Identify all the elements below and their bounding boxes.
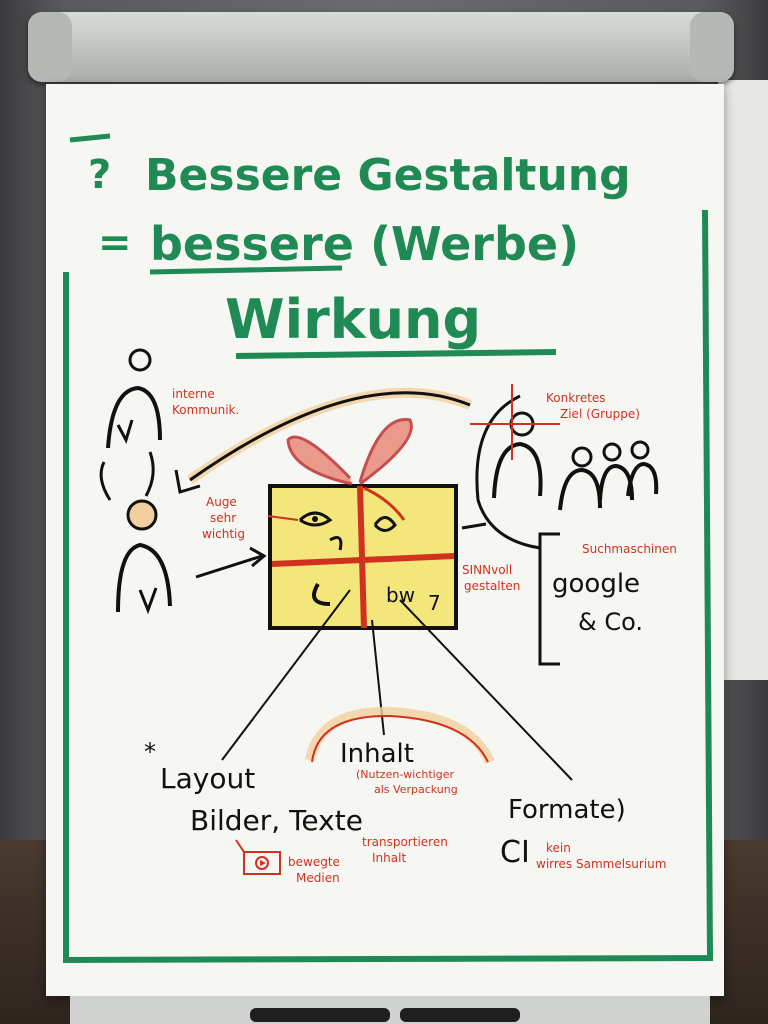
label-bewegte: bewegte — [288, 855, 340, 869]
label-google: google — [552, 569, 640, 599]
label-layout: Layout — [160, 762, 255, 795]
label-kein: kein — [546, 841, 571, 855]
title-prefix-question: ? — [88, 152, 111, 198]
label-sinnvoll: SINNvoll — [462, 563, 512, 577]
label-auge: Auge — [206, 495, 237, 509]
flipchart-clamp-bar — [28, 12, 734, 82]
label-wirres-sammelsurium: wirres Sammelsurium — [536, 857, 666, 871]
label-bilder-texte: Bilder, Texte — [190, 804, 363, 837]
title-line-2: bessere (Werbe) — [150, 217, 579, 271]
label-inhalt: Inhalt — [340, 739, 414, 769]
label-verpackung: als Verpackung — [374, 783, 458, 796]
label-kommunik: Kommunik. — [172, 403, 239, 417]
label-inhalt-small: Inhalt — [372, 851, 406, 865]
label-wichtig: wichtig — [202, 527, 245, 541]
label-transportieren: transportieren — [362, 835, 448, 849]
title-line-3: Wirkung — [225, 288, 481, 351]
label-medien: Medien — [296, 871, 340, 885]
label-suchmaschinen: Suchmaschinen — [582, 542, 677, 556]
person-figure-bottom — [116, 499, 172, 615]
label-ziel-gruppe: Ziel (Gruppe) — [560, 407, 640, 421]
label-konkretes: Konkretes — [546, 391, 606, 405]
label-sehr: sehr — [210, 511, 236, 525]
green-frame — [63, 209, 714, 964]
title-line-1: Bessere Gestaltung — [145, 150, 631, 201]
title-prefix-equals: = — [98, 220, 132, 266]
gift-seven-text: 7 — [428, 591, 441, 615]
marker-tray — [70, 996, 710, 1024]
label-co: & Co. — [578, 608, 643, 636]
label-nutzen: (Nutzen-wichtiger — [356, 768, 454, 781]
label-star: * — [144, 738, 156, 766]
target-group-figures — [492, 411, 659, 511]
person-figure-top — [106, 348, 162, 449]
gift-box: bw 7 — [268, 418, 458, 630]
marker-pen — [400, 1008, 520, 1022]
gift-bw-text: bw — [386, 583, 415, 607]
video-icon — [235, 839, 281, 875]
background-wall — [718, 80, 768, 680]
label-ci: CI — [500, 835, 530, 870]
label-interne: interne — [172, 387, 215, 401]
marker-pen — [250, 1008, 390, 1022]
label-gestalten: gestalten — [464, 579, 520, 593]
label-formate: Formate) — [508, 795, 626, 825]
